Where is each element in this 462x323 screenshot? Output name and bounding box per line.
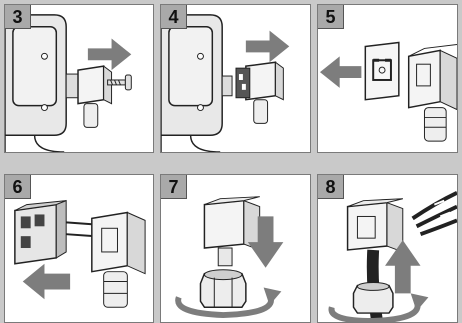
- cable-gland: [423, 107, 447, 142]
- arrow-right-icon: [87, 38, 132, 71]
- step-8-illustration: [328, 191, 457, 322]
- step-3-illustration: [5, 14, 132, 152]
- step-number: 3: [5, 5, 31, 29]
- connector-insert: [235, 67, 251, 99]
- step-number: 4: [161, 5, 187, 29]
- arrow-up-icon: [385, 240, 421, 294]
- connector-housing: [203, 199, 245, 249]
- terminal-cover: [12, 25, 58, 107]
- step-number: 7: [161, 175, 187, 199]
- step-number: 8: [318, 175, 344, 199]
- step-6-illustration: [14, 199, 146, 308]
- terminal-cover: [168, 25, 214, 107]
- arrow-right-icon: [245, 30, 290, 63]
- gland-nut: [352, 284, 394, 314]
- step-5-panel: 5: [317, 4, 458, 153]
- arrow-left-icon: [22, 263, 71, 300]
- terminal-block: [14, 203, 58, 265]
- cable-gland: [83, 103, 99, 128]
- step-3-panel: 3: [4, 4, 154, 153]
- step-5-illustration: [319, 41, 457, 142]
- cable-gland: [103, 271, 128, 308]
- arrow-down-icon: [247, 216, 284, 268]
- screw-icon: [107, 74, 132, 91]
- connector-housing: [407, 49, 441, 109]
- connector-insert: [364, 41, 400, 101]
- arrow-left-icon: [319, 56, 362, 88]
- step-number: 5: [318, 5, 344, 29]
- step-4-illustration: [161, 14, 290, 152]
- connector-plug: [77, 65, 105, 105]
- step-7-illustration: [175, 196, 284, 319]
- step-6-panel: 6: [4, 174, 154, 323]
- step-7-panel: 7: [160, 174, 311, 323]
- rotate-icon: [328, 300, 421, 322]
- step-8-panel: 8: [317, 174, 458, 323]
- connector-housing: [346, 201, 388, 251]
- cable-gland: [253, 99, 269, 124]
- step-4-panel: 4: [160, 4, 311, 153]
- connector-housing: [91, 211, 129, 273]
- gland-nut: [199, 272, 247, 308]
- step-number: 6: [5, 175, 31, 199]
